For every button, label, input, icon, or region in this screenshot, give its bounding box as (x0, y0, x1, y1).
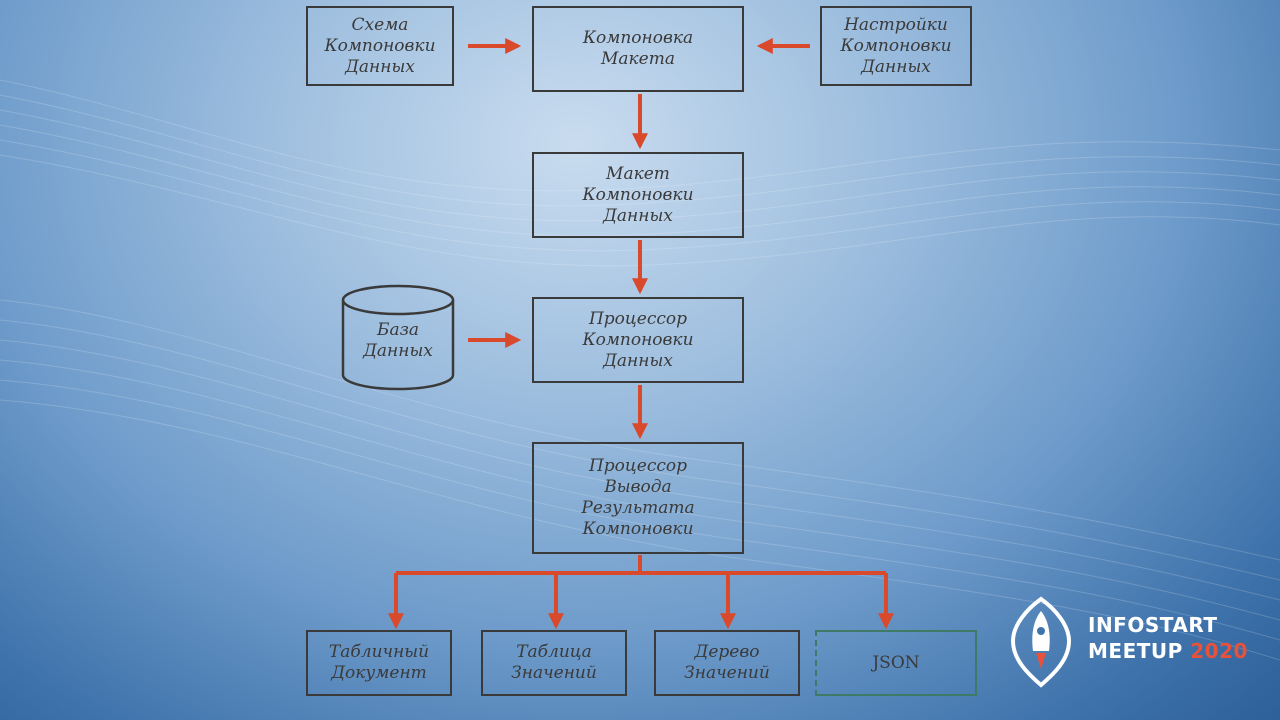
infostart-logo (1010, 596, 1072, 688)
value-tree-box: Дерево Значений (654, 630, 800, 696)
database-cylinder (341, 284, 455, 391)
template-label: Макет Компоновки Данных (582, 163, 694, 226)
processor-label: Процессор Компоновки Данных (582, 308, 694, 371)
rocket-icon (1010, 596, 1072, 688)
composer-label: Компоновка Макета (582, 28, 694, 69)
settings-box: Настройки Компоновки Данных (820, 6, 972, 86)
logo-line2: MEETUP (1088, 639, 1183, 663)
database-label: База Данных (363, 320, 433, 361)
schema-box: Схема Компоновки Данных (306, 6, 454, 86)
value-tree-label: Дерево Значений (684, 642, 770, 683)
spreadsheet-label: Табличный Документ (328, 642, 430, 683)
composer-box: Компоновка Макета (532, 6, 744, 92)
output-processor-box: Процессор Вывода Результата Компоновки (532, 442, 744, 554)
logo-line2-row: MEETUP 2020 (1088, 638, 1248, 664)
settings-label: Настройки Компоновки Данных (840, 14, 952, 77)
logo-wordmark: INFOSTART MEETUP 2020 (1088, 612, 1248, 664)
value-table-box: Таблица Значений (481, 630, 627, 696)
template-box: Макет Компоновки Данных (532, 152, 744, 238)
json-box: JSON (815, 630, 977, 696)
spreadsheet-box: Табличный Документ (306, 630, 452, 696)
logo-line1: INFOSTART (1088, 613, 1218, 637)
output-processor-label: Процессор Вывода Результата Компоновки (581, 456, 695, 539)
logo-year: 2020 (1190, 639, 1248, 663)
schema-label: Схема Компоновки Данных (324, 14, 436, 77)
processor-box: Процессор Компоновки Данных (532, 297, 744, 383)
json-label: JSON (872, 652, 920, 673)
value-table-label: Таблица Значений (511, 642, 597, 683)
